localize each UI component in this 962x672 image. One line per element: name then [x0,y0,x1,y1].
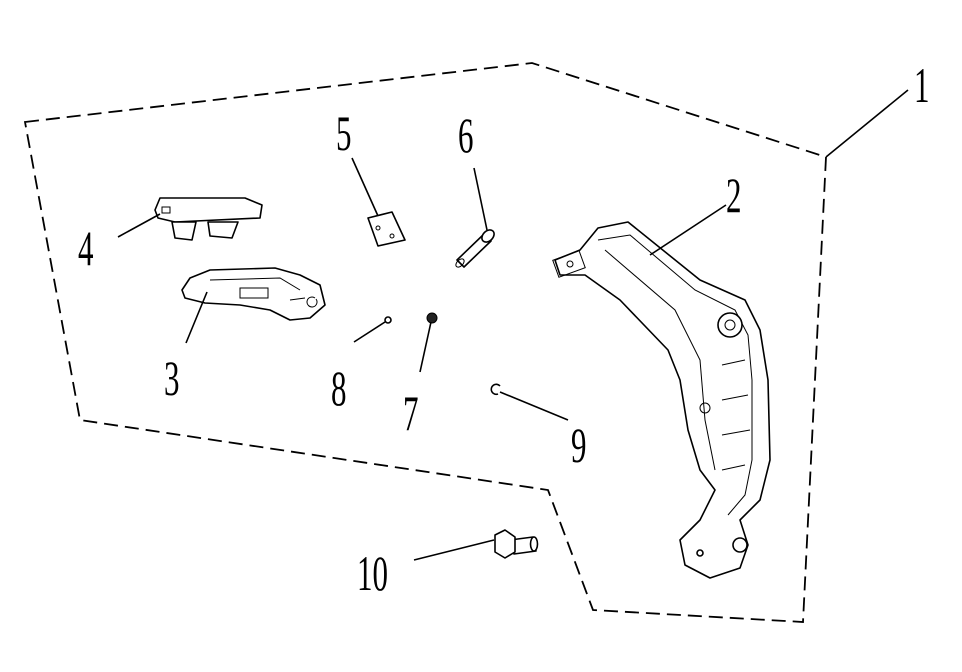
leader-8 [353,321,386,343]
part-6-pin [455,229,495,268]
leader-5 [351,157,379,217]
leader-10 [413,539,495,561]
leader-4 [117,213,161,238]
callout-2: 2 [726,168,741,223]
callout-10: 10 [357,546,388,601]
callout-6: 6 [458,108,473,163]
leader-9 [499,391,569,421]
part-2-bracket [552,221,771,579]
part-5-plate [367,211,406,247]
assembly-boundary [23,62,827,623]
leader-1 [825,89,909,158]
callout-8: 8 [331,361,346,416]
callout-7: 7 [403,386,418,441]
callout-9: 9 [571,418,586,473]
part-4 [154,197,263,241]
part-10-bolt [494,529,539,559]
part-8 [384,316,392,324]
callout-1: 1 [914,58,929,113]
leader-3 [185,291,208,344]
leader-2 [649,204,727,256]
leader-7 [419,321,432,373]
leader-6 [473,167,488,231]
callout-4: 4 [78,221,94,276]
callout-3: 3 [164,351,179,406]
part-7 [426,312,438,324]
callout-5: 5 [336,106,351,161]
part-9-clip [490,383,501,396]
part-3 [181,267,326,321]
